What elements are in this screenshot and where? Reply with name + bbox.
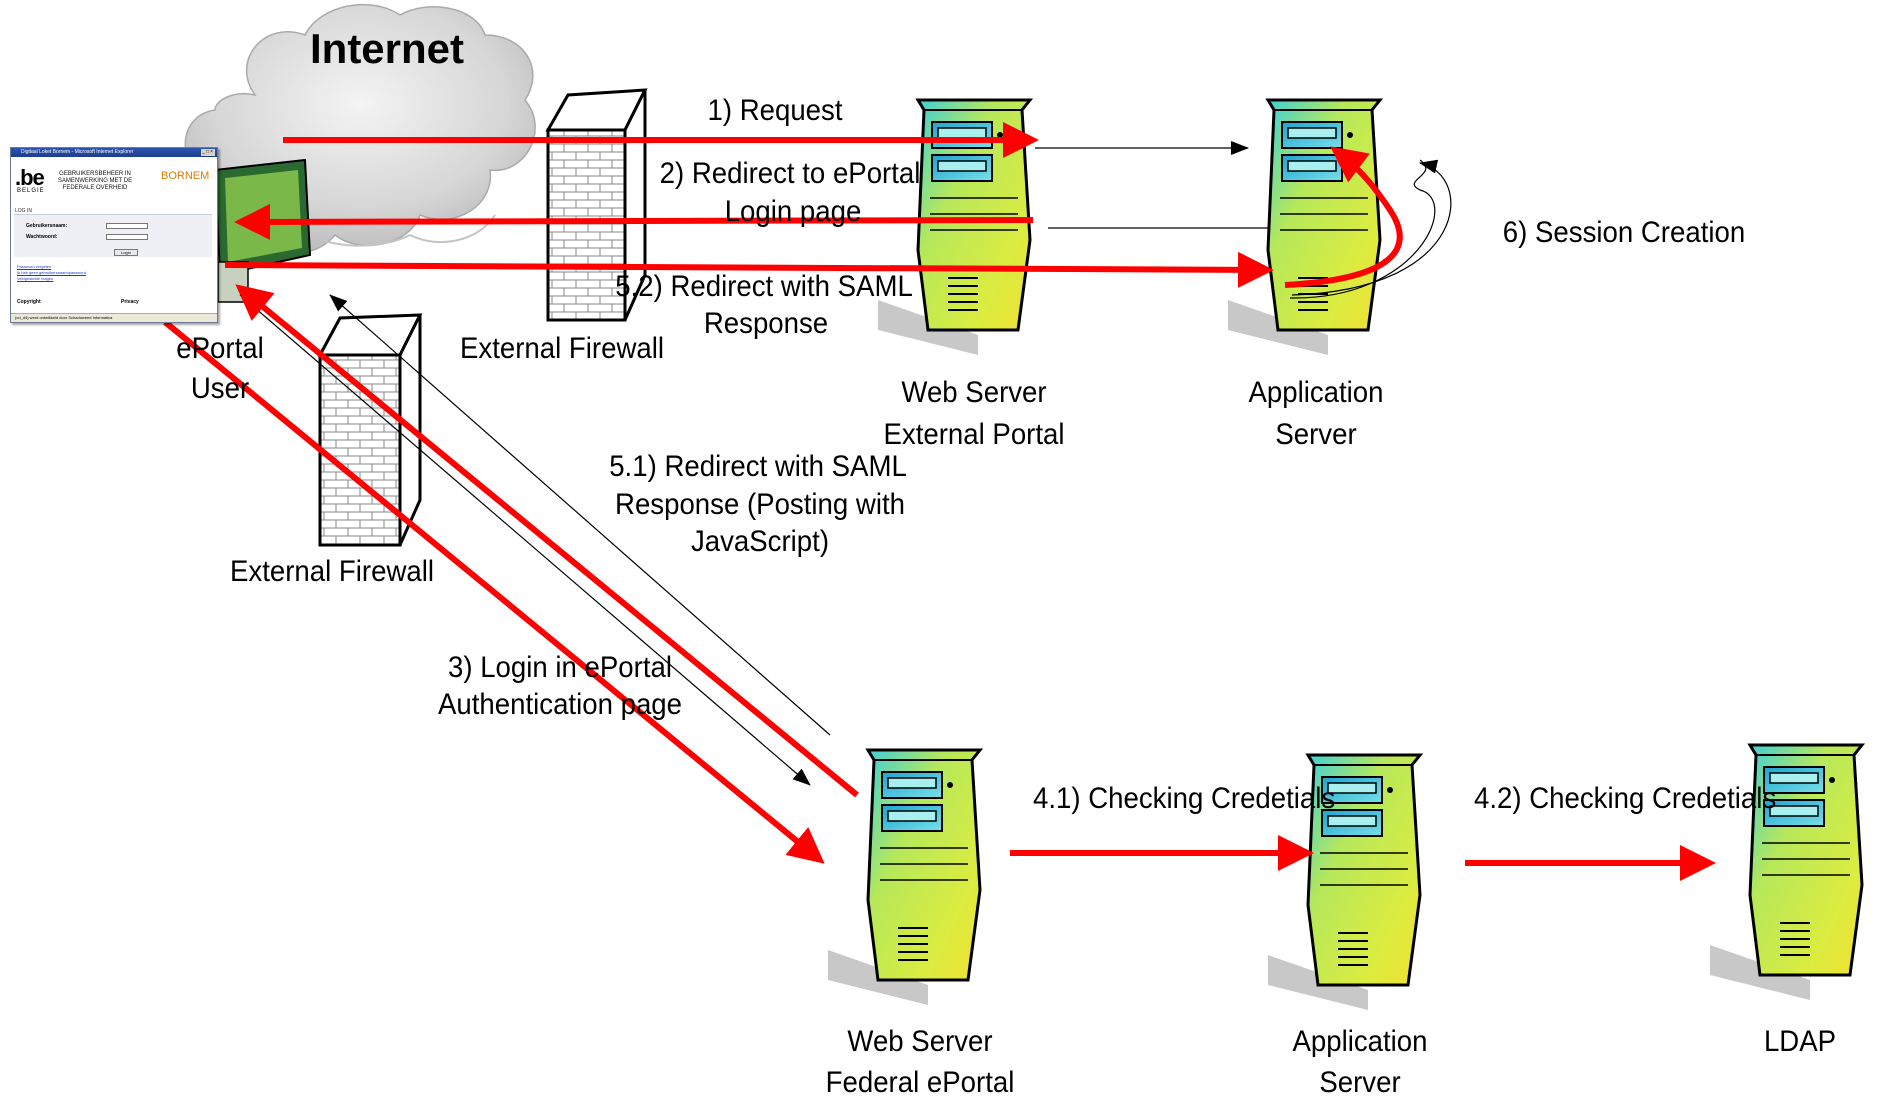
step-52-label-2: Response bbox=[703, 307, 829, 340]
status-bar: (cd_d4) werd ontwikkeld door Schaduweed … bbox=[11, 313, 217, 322]
step-51-label-2: Response (Posting with bbox=[615, 488, 905, 521]
red-arrow-saml-51 bbox=[235, 284, 859, 798]
login-window-titlebar: Digitaal Loket Bornem - Microsoft Intern… bbox=[11, 148, 217, 157]
user-computer-icon bbox=[213, 158, 312, 303]
privacy-text[interactable]: Privacy bbox=[121, 299, 139, 305]
app-server-top-label-1: Application bbox=[1248, 376, 1384, 409]
web-server-federal-label-2: Federal ePortal bbox=[825, 1066, 1015, 1099]
red-arrow-login bbox=[163, 319, 825, 864]
step-51-label-1: 5.1) Redirect with SAML bbox=[609, 450, 907, 483]
thin-arrow-login bbox=[239, 294, 811, 786]
forgot-password-link[interactable]: Password vergeten bbox=[17, 264, 52, 269]
step-52-label-1: 5.2) Redirect with SAML bbox=[615, 270, 913, 303]
step-51-label-3: JavaScript) bbox=[690, 525, 830, 558]
password-label: Wachtwoord: bbox=[26, 234, 58, 240]
thin-arrow-session-curve bbox=[1291, 159, 1452, 296]
step-41-label: 4.1) Checking Credetials bbox=[1033, 782, 1336, 815]
login-form: Gebruikersnaam: Wachtwoord: Login bbox=[14, 214, 212, 257]
login-window: Digitaal Loket Bornem - Microsoft Intern… bbox=[10, 147, 218, 323]
step-3-label-1: 3) Login in ePortal bbox=[447, 651, 673, 684]
bornem-logo: BORNEM bbox=[161, 170, 210, 182]
username-label: Gebruikersnaam: bbox=[26, 223, 68, 229]
step-42-label: 4.2) Checking Credetials bbox=[1474, 782, 1777, 815]
web-server-external-label-2: External Portal bbox=[883, 418, 1065, 451]
eportal-user-label-1: ePortal bbox=[176, 332, 264, 365]
login-section-title: LOG IN bbox=[15, 208, 32, 214]
username-input[interactable] bbox=[106, 223, 148, 229]
ldap-label: LDAP bbox=[1763, 1025, 1837, 1058]
web-server-federal-label-1: Web Server bbox=[847, 1025, 993, 1058]
country-text: BELGIE bbox=[17, 188, 45, 194]
firewall-top-label: External Firewall bbox=[460, 332, 664, 365]
app-server-bottom-label-1: Application bbox=[1292, 1025, 1428, 1058]
step-2-label-2: Login page bbox=[724, 195, 862, 228]
app-server-top-label-2: Server bbox=[1275, 418, 1357, 451]
password-input[interactable] bbox=[106, 234, 148, 240]
step-2-label-1: 2) Redirect to ePortal bbox=[659, 157, 921, 190]
internet-title: Internet bbox=[310, 25, 465, 72]
login-button[interactable]: Login bbox=[114, 249, 138, 256]
red-arrow-session bbox=[1284, 146, 1403, 288]
app-server-bottom-label-2: Server bbox=[1319, 1066, 1401, 1099]
login-header-text: GEBRUIKERSBEHEER IN SAMENWERKING MET DE … bbox=[57, 171, 133, 191]
login-window-title: Digitaal Loket Bornem - Microsoft Intern… bbox=[21, 149, 134, 155]
faq-link[interactable]: Veelgestelde vragen bbox=[17, 276, 54, 281]
step-6-label: 6) Session Creation bbox=[1502, 216, 1746, 249]
login-links: Password vergeten Ik heb geen gebruikers… bbox=[17, 264, 86, 282]
web-server-external-label-1: Web Server bbox=[901, 376, 1047, 409]
be-logo-text: .be bbox=[15, 165, 45, 190]
step-1-label: 1) Request bbox=[707, 94, 843, 127]
firewall-bottom-icon bbox=[317, 313, 423, 547]
red-arrow-saml-52 bbox=[224, 251, 1274, 288]
step-3-label-2: Authentication page bbox=[437, 688, 683, 721]
window-controls-icon[interactable]: _□× bbox=[201, 149, 215, 156]
eportal-user-label-2: User bbox=[190, 372, 250, 405]
be-logo: .be bbox=[15, 165, 45, 191]
firewall-bottom-label: External Firewall bbox=[230, 555, 434, 588]
thin-arrow-saml-51 bbox=[329, 294, 831, 736]
copyright-text: Copyright bbox=[17, 299, 41, 305]
firewall-top-icon bbox=[545, 88, 648, 322]
red-arrow-redirect-login bbox=[234, 203, 1034, 240]
no-account-link[interactable]: Ik heb geen gebruikersnaam/password bbox=[17, 270, 86, 275]
